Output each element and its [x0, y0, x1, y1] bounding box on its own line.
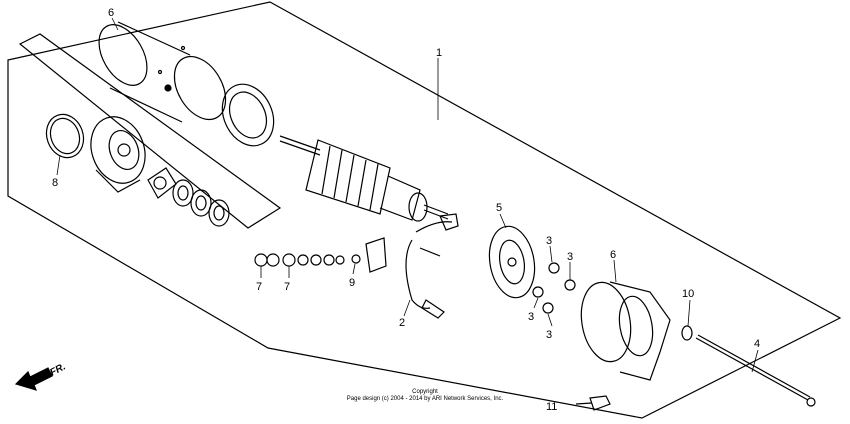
seal-ring: [681, 325, 693, 341]
callout-10: 10: [682, 288, 694, 300]
small-washer: [351, 254, 361, 264]
callout-5: 5: [496, 202, 502, 214]
callout-7b: 7: [284, 281, 290, 293]
forward-arrow-icon: [14, 367, 53, 391]
magnet-ring: [221, 83, 275, 147]
subassembly-frame: [18, 33, 282, 229]
callout-7a: 7: [256, 281, 262, 293]
copyright-title: Copyright: [412, 389, 438, 395]
brush: [365, 237, 387, 273]
bushing-set: [254, 253, 345, 267]
direction-label: FR.: [48, 361, 67, 378]
callout-6a: 6: [108, 7, 114, 19]
assembly-frame: [7, 1, 842, 419]
callout-3d: 3: [546, 329, 552, 341]
callout-3a: 3: [546, 235, 552, 247]
callout-9: 9: [349, 277, 355, 289]
nut: [548, 262, 560, 274]
callout-6b: 6: [610, 249, 616, 261]
callout-3b: 3: [567, 251, 573, 263]
callout-4: 4: [754, 338, 760, 350]
copyright-notice: Page design (c) 2004 - 2014 by ARI Netwo…: [347, 396, 504, 402]
rear-cover: [580, 281, 671, 381]
o-ring: [45, 113, 85, 159]
callout-2: 2: [399, 317, 405, 329]
callout-3c: 3: [528, 311, 534, 323]
callout-11: 11: [546, 401, 557, 413]
washer-set: [147, 167, 230, 227]
front-cover: [90, 116, 146, 193]
callout-1: 1: [436, 47, 442, 59]
armature: [279, 135, 449, 222]
yoke-housing: [98, 21, 227, 123]
brush-plate: [488, 225, 536, 299]
brush-holder: [405, 213, 459, 319]
callout-8: 8: [52, 177, 58, 189]
leader-lines: [56, 17, 759, 373]
bolt: [575, 395, 611, 411]
